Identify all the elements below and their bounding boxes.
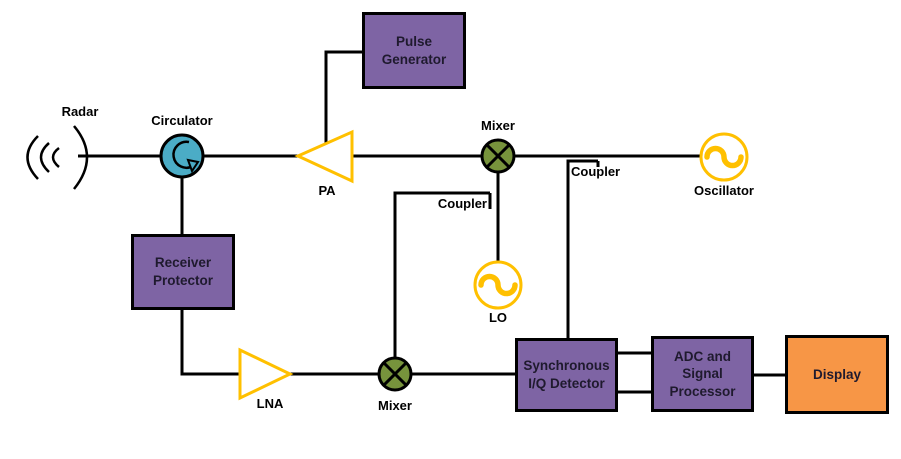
antenna-wave-arc-1 [26, 135, 39, 180]
lo-coupler-label: Coupler [437, 196, 487, 211]
circulator-icon [159, 133, 205, 179]
antenna-wave-arc-3 [51, 147, 60, 168]
pa-amplifier-triangle-icon [294, 129, 354, 184]
wire-receiver-protector-to-lna [180, 306, 242, 376]
lna-label: LNA [256, 396, 284, 411]
oscillator-sine-wave [704, 145, 744, 169]
antenna-icon [26, 125, 89, 190]
circulator-label: Circulator [151, 113, 213, 128]
antenna-dish-arc [73, 125, 89, 190]
oscillator-sine-source-icon [699, 132, 749, 182]
display-box: Display [785, 335, 889, 414]
rx-mixer-icon [377, 356, 413, 392]
pulse-generator-box: Pulse Generator [362, 12, 466, 89]
wire-tx-coupler-tap [566, 159, 600, 342]
adc-signal-processor-box: ADC and Signal Processor [651, 336, 754, 412]
oscillator-label: Oscillator [694, 183, 754, 198]
radar-label: Radar [61, 104, 99, 119]
lo-sine-wave [478, 273, 518, 297]
rx-mixer-label: Mixer [378, 398, 412, 413]
circulator-rotation-arc [172, 140, 194, 169]
receiver-protector-box: Receiver Protector [131, 234, 235, 310]
wire-lo-coupler-tap [393, 191, 492, 358]
wire-pulse-generator-to-pa [324, 50, 364, 145]
tx-mixer-label: Mixer [481, 118, 515, 133]
lo-label: LO [488, 310, 508, 325]
synchronous-iq-detector-box: Synchronous I/Q Detector [515, 338, 618, 412]
tx-mixer-icon [480, 138, 516, 174]
lo-sine-source-icon [473, 260, 523, 310]
antenna-wave-arc-2 [39, 142, 50, 173]
tx-mixer-cross [484, 142, 512, 170]
tx-coupler-label: Coupler [571, 164, 621, 179]
pa-label: PA [318, 183, 336, 198]
rx-mixer-cross [381, 360, 409, 388]
lna-amplifier-triangle-icon [238, 347, 294, 401]
circulator-arrowhead [186, 158, 200, 174]
